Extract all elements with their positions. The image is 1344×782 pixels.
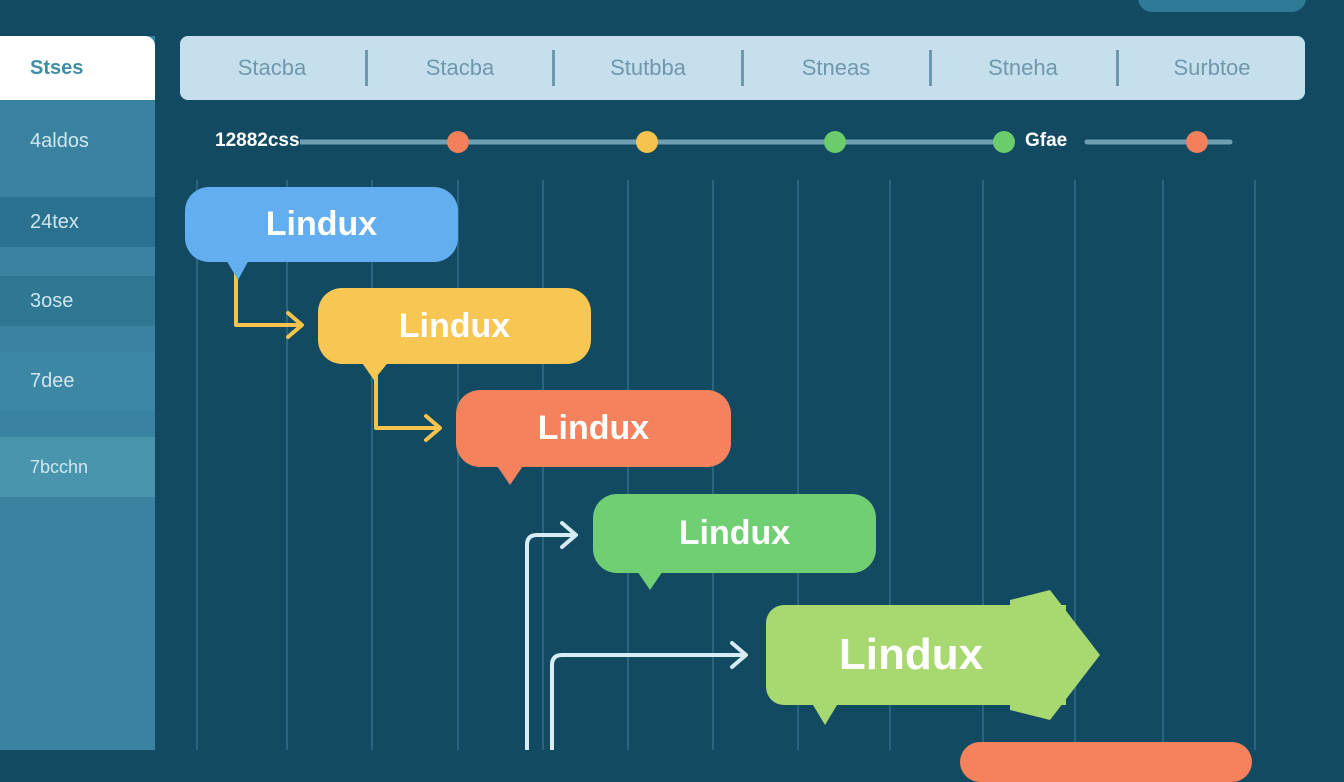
task-bubble-6[interactable] xyxy=(960,742,1252,782)
tab-divider xyxy=(552,50,555,86)
connector-arrow xyxy=(374,368,442,442)
tab-2[interactable]: Stacba xyxy=(425,55,495,80)
bubble-tail xyxy=(225,258,250,280)
task-bubble-4[interactable]: Lindux xyxy=(593,494,876,573)
tab-4[interactable]: Stneas xyxy=(801,55,871,80)
bubble-tail xyxy=(495,463,525,485)
timeline-marker[interactable] xyxy=(636,131,658,153)
timeline-marker[interactable] xyxy=(824,131,846,153)
task-bubble-5[interactable]: Lindux xyxy=(766,605,1066,705)
timeline-mid-label: Gfae xyxy=(1025,130,1068,151)
tab-3[interactable]: Stutbba xyxy=(610,55,686,80)
timeline-start-label: 12882css xyxy=(215,130,300,151)
timeline-canvas xyxy=(196,131,1256,750)
task-bubble-1[interactable]: Lindux xyxy=(185,187,458,262)
tab-6[interactable]: Surbtoe xyxy=(1173,55,1251,80)
tab-5[interactable]: Stneha xyxy=(988,55,1058,80)
sidebar-item-3ose[interactable]: 3ose xyxy=(0,276,155,326)
top-right-button[interactable] xyxy=(1138,0,1306,12)
timeline-marker[interactable] xyxy=(447,131,469,153)
bubble-tail xyxy=(635,568,665,590)
bubble-tail xyxy=(810,700,840,725)
grid-lines xyxy=(196,180,1256,750)
connector-arrow xyxy=(525,521,578,750)
tab-bar: Stacba Stacba Stutbba Stneas Stneha Surb… xyxy=(180,36,1305,100)
sidebar-item-7dee[interactable]: 7dee xyxy=(0,352,155,410)
connector-arrow xyxy=(234,268,304,339)
task-bubble-3[interactable]: Lindux xyxy=(456,390,731,467)
timeline-marker[interactable] xyxy=(993,131,1015,153)
connector-arrow xyxy=(550,641,748,750)
sidebar-item-4aldos[interactable]: 4aldos xyxy=(30,129,89,152)
tab-divider xyxy=(929,50,932,86)
tab-1[interactable]: Stacba xyxy=(237,55,307,80)
timeline-marker[interactable] xyxy=(1186,131,1208,153)
tab-divider xyxy=(365,50,368,86)
task-bubble-2[interactable]: Lindux xyxy=(318,288,591,364)
sidebar-item-7bcchn[interactable]: 7bcchn xyxy=(0,437,155,497)
sidebar-item-24tex[interactable]: 24tex xyxy=(0,197,155,247)
sidebar-item-stses[interactable]: Stses xyxy=(0,36,155,100)
tab-divider xyxy=(1116,50,1119,86)
tab-divider xyxy=(741,50,744,86)
sidebar: Stses 4aldos 24tex 3ose 7dee 7bcchn xyxy=(0,36,155,750)
bubble-tail xyxy=(360,360,390,380)
